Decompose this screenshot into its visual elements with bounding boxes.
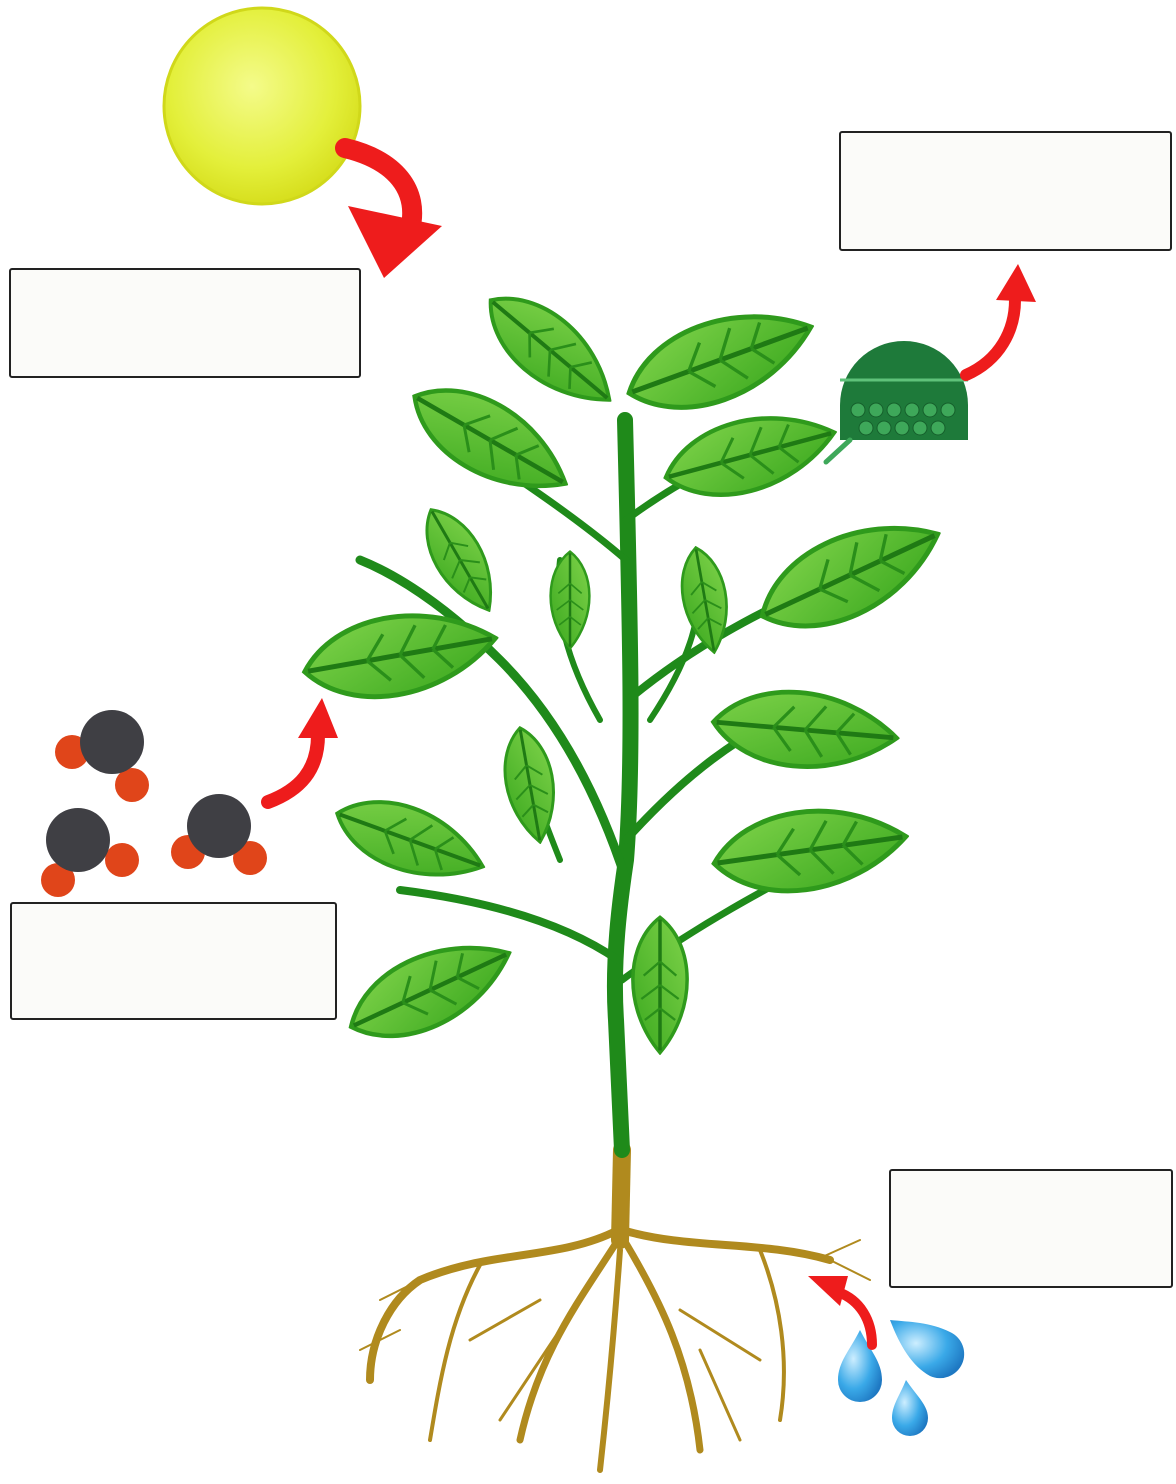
leaf-cell-icon bbox=[826, 341, 968, 462]
label-box-carbon-dioxide[interactable] bbox=[10, 902, 337, 1020]
plant-roots bbox=[360, 1150, 870, 1470]
label-box-oxygen[interactable] bbox=[839, 131, 1172, 251]
label-box-sunlight[interactable] bbox=[9, 268, 361, 378]
co2-molecule-icon bbox=[41, 710, 267, 897]
label-box-water[interactable] bbox=[889, 1169, 1173, 1288]
sunlight-arrow bbox=[345, 148, 442, 278]
water-drop-icon bbox=[838, 1320, 964, 1436]
co2-arrow bbox=[268, 698, 338, 802]
sun-icon bbox=[164, 8, 360, 204]
oxygen-arrow bbox=[966, 264, 1036, 375]
